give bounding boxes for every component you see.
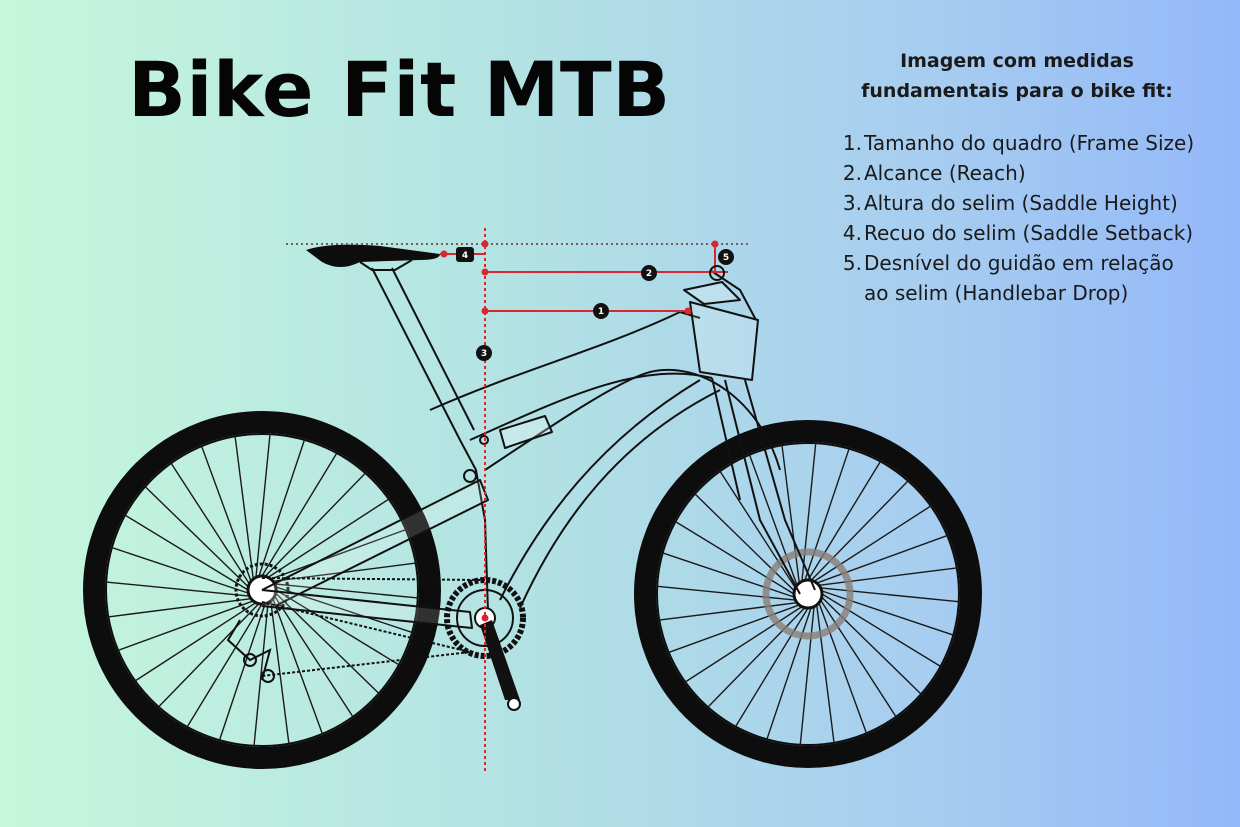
spoke (735, 607, 809, 727)
spoke (816, 534, 948, 584)
spoke (274, 583, 418, 599)
spoke (234, 436, 254, 580)
spoke (659, 602, 798, 621)
page-title: Bike Fit MTB (128, 45, 671, 134)
spoke (801, 443, 817, 582)
spoke (818, 602, 868, 734)
item-text: Alcance (Reach) (864, 161, 1026, 185)
spoke (657, 585, 796, 601)
spoke (766, 607, 812, 740)
spoke (218, 603, 266, 741)
list-item: 4.Recuo do selim (Saddle Setback) (832, 218, 1202, 248)
spoke (264, 472, 366, 577)
spoke (694, 493, 795, 592)
rear-derailleur (226, 619, 275, 683)
svg-text:5: 5 (723, 253, 729, 263)
list-item: 5.Desnível do guidão em relação ao selim… (832, 248, 1202, 308)
spoke (267, 498, 390, 578)
spoke (781, 445, 800, 584)
spoke (258, 439, 306, 577)
item-number: 3. (842, 191, 862, 215)
spoke (106, 581, 250, 597)
marker-1: 1 (593, 303, 609, 319)
chainring (261, 577, 526, 711)
spoke (816, 604, 835, 743)
spoke (158, 603, 260, 708)
rear-wheel (83, 411, 441, 769)
spoke (111, 546, 249, 594)
spoke (270, 600, 290, 744)
spoke (261, 452, 338, 577)
spoke (272, 598, 324, 735)
item-number: 1. (842, 131, 862, 155)
spoke (820, 587, 959, 603)
spoke (144, 486, 249, 588)
list-item: 3.Altura do selim (Saddle Height) (832, 188, 1202, 218)
spoke (813, 505, 932, 582)
spoke (124, 514, 249, 591)
spoke (818, 567, 957, 586)
list-item: 1.Tamanho do quadro (Frame Size) (832, 128, 1202, 158)
marker-4: 4 (456, 247, 474, 262)
svg-text:2: 2 (646, 269, 652, 279)
spoke (719, 470, 796, 589)
spoke (820, 599, 897, 718)
item-number: 4. (842, 221, 862, 245)
spoke (170, 462, 250, 585)
spoke (200, 445, 252, 582)
spoke (134, 602, 257, 682)
spoke (799, 606, 815, 745)
spoke (662, 552, 795, 598)
measurement-lines (286, 228, 748, 772)
panel-heading: Imagem com medidas fundamentais para o b… (861, 50, 1173, 102)
spoke (253, 602, 269, 746)
spoke (807, 461, 881, 581)
item-text: Tamanho do quadro (Frame Size) (864, 131, 1195, 155)
spoke (821, 596, 922, 695)
saddle (306, 244, 440, 271)
item-text: Recuo do selim (Saddle Setback) (864, 221, 1194, 245)
measurements-panel: Imagem com medidas fundamentais para o b… (832, 46, 1202, 308)
svg-text:1: 1 (598, 307, 604, 317)
measurement-points (440, 240, 719, 622)
handlebar-clamp (709, 265, 725, 281)
marker-2: 2 (641, 265, 657, 281)
spoke (707, 607, 806, 708)
item-text: Altura do selim (Saddle Height) (864, 191, 1178, 215)
item-text: Desnível do guidão em relação ao selim (… (864, 251, 1174, 305)
measurements-list: 1.Tamanho do quadro (Frame Size) 2.Alcan… (832, 128, 1202, 308)
spoke (270, 528, 407, 580)
item-number: 2. (842, 161, 862, 185)
marker-3: 3 (476, 345, 492, 361)
item-number: 5. (842, 251, 862, 275)
bike-frame (261, 267, 816, 629)
spoke (186, 603, 263, 728)
spoke (255, 434, 271, 578)
spoke (804, 448, 850, 581)
spoke (275, 589, 400, 666)
spoke (274, 595, 354, 718)
svg-text:4: 4 (462, 251, 468, 261)
spoke (810, 480, 909, 581)
front-wheel (634, 420, 982, 768)
spoke (117, 600, 254, 652)
spoke (668, 604, 800, 654)
spoke (821, 593, 941, 667)
spoke (821, 590, 954, 636)
spoke (108, 598, 252, 618)
spoke (675, 521, 795, 595)
svg-text:3: 3 (481, 349, 487, 359)
marker-5: 5 (718, 249, 734, 265)
list-item: 2.Alcance (Reach) (832, 158, 1202, 188)
spoke (748, 454, 798, 586)
spoke (684, 606, 803, 683)
